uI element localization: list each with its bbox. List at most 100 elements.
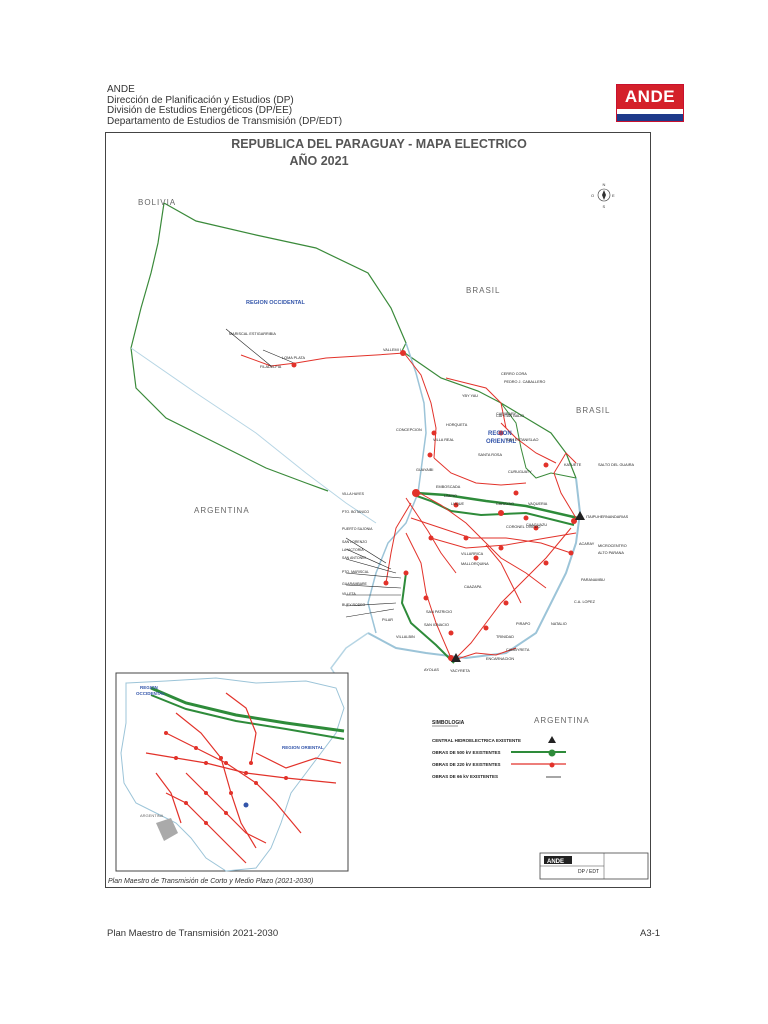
svg-text:SAN ESTANISLAO: SAN ESTANISLAO xyxy=(506,438,538,442)
legend-500kv-icon xyxy=(548,749,556,757)
hydro-itaipu-icon xyxy=(575,511,585,520)
ande-logo-stripe xyxy=(617,114,683,121)
svg-text:PILAR: PILAR xyxy=(382,618,393,622)
label-region-occidental: REGION OCCIDENTAL xyxy=(246,300,306,306)
svg-text:CAPITAN BADO: CAPITAN BADO xyxy=(496,414,524,418)
svg-text:BUEY RODEO: BUEY RODEO xyxy=(342,603,366,607)
header-line-3: Departamento de Estudios de Transmisión … xyxy=(107,115,343,127)
svg-text:GUARAMBARE: GUARAMBARE xyxy=(342,582,368,586)
legend-item-220kv: OBRAS DE 220 kV EXISTENTES xyxy=(432,762,501,767)
ande-logo-text: ANDE xyxy=(617,85,683,109)
svg-text:LUQUE: LUQUE xyxy=(451,502,465,506)
label-brasil-2: BRASIL xyxy=(576,406,610,415)
svg-text:VILLA REAL: VILLA REAL xyxy=(433,438,454,442)
svg-text:YBY YAU: YBY YAU xyxy=(462,394,478,398)
map-frame: REPUBLICA DEL PARAGUAY - MAPA ELECTRICO … xyxy=(105,132,651,888)
svg-text:PARANAMBU: PARANAMBU xyxy=(581,578,605,582)
svg-text:CAPIIBARY: CAPIIBARY xyxy=(496,412,517,416)
inset-map: REGION OCCIDENTAL REGION ORIENTAL ARGENT… xyxy=(115,672,349,872)
label-argentina-2: ARGENTINA xyxy=(534,716,590,725)
svg-text:CAAZAPA: CAAZAPA xyxy=(464,585,482,589)
svg-text:SAN IGNACIO: SAN IGNACIO xyxy=(424,623,449,627)
svg-text:LOMA PLATA: LOMA PLATA xyxy=(282,356,306,360)
header-org: ANDE xyxy=(107,84,135,95)
svg-text:C.A. LOPEZ: C.A. LOPEZ xyxy=(574,600,596,604)
legend-title: SIMBOLOGIA xyxy=(432,720,465,726)
lines-66kv xyxy=(225,328,402,618)
svg-text:LA VICTORIA: LA VICTORIA xyxy=(342,548,364,552)
inset-region-oriental: REGION ORIENTAL xyxy=(282,745,324,750)
inset-region-occidental-1: REGION xyxy=(140,685,158,690)
legend-item-hydro: CENTRAL HIDROELECTRICA EXISTENTE xyxy=(432,738,521,743)
inset-argentina: ARGENTINA xyxy=(140,813,164,818)
title-block-logo: ANDE xyxy=(547,859,564,865)
svg-text:VILLALBIN: VILLALBIN xyxy=(396,635,415,639)
svg-text:GUAYAIBI: GUAYAIBI xyxy=(416,468,433,472)
svg-text:CURUGUATY: CURUGUATY xyxy=(508,470,532,474)
inset-region-occidental-2: OCCIDENTAL xyxy=(136,691,165,696)
legend-hydro-icon xyxy=(548,736,556,743)
footer-left: Plan Maestro de Transmisión 2021-2030 xyxy=(107,928,279,939)
svg-text:MICROCENTRO: MICROCENTRO xyxy=(598,544,627,548)
svg-text:PEDRO J. CABALLERO: PEDRO J. CABALLERO xyxy=(504,380,545,384)
svg-text:LIMPIO: LIMPIO xyxy=(444,494,457,498)
label-argentina-1: ARGENTINA xyxy=(194,506,250,515)
svg-text:KATUETE: KATUETE xyxy=(564,463,582,467)
header-line-2: División de Estudios Energéticos (DP/EE) xyxy=(107,105,293,116)
svg-text:TRINIDAD: TRINIDAD xyxy=(496,635,514,639)
line-500kv-itaipu-villahayes xyxy=(415,491,579,520)
svg-text:CERRO CORA: CERRO CORA xyxy=(501,372,527,376)
svg-text:SAN LORENZO: SAN LORENZO xyxy=(342,540,367,544)
svg-text:CORONEL OVIEDO: CORONEL OVIEDO xyxy=(506,525,541,529)
svg-text:NATALIO: NATALIO xyxy=(551,622,567,626)
footer-page-number: A3-1 xyxy=(640,928,661,939)
svg-text:VALLEMI I: VALLEMI I xyxy=(383,348,401,352)
legend: SIMBOLOGIA CENTRAL HIDROELECTRICA EXISTE… xyxy=(432,720,566,779)
river-pilcomayo xyxy=(130,347,377,524)
svg-text:VILLA HAYES: VILLA HAYES xyxy=(342,492,365,496)
legend-item-66kv: OBRAS DE 66 kV EXISTENTES xyxy=(432,774,498,779)
country-border-east xyxy=(500,402,577,479)
svg-text:HERNANDARIAS: HERNANDARIAS xyxy=(598,515,629,519)
svg-text:VAQUERIA: VAQUERIA xyxy=(528,502,548,506)
river-paraguay xyxy=(367,342,427,634)
svg-text:ACARAY: ACARAY xyxy=(579,542,595,546)
stations-dots xyxy=(291,350,577,661)
map-canvas: BOLIVIA BRASIL BRASIL ARGENTINA ARGENTIN… xyxy=(115,182,649,880)
svg-text:ENCARNACION: ENCARNACION xyxy=(486,657,514,661)
svg-text:VILLARRICA: VILLARRICA xyxy=(461,552,484,556)
country-border-west xyxy=(130,202,329,492)
compass-icon: N S E O xyxy=(591,182,615,209)
svg-text:SANTA ROSA: SANTA ROSA xyxy=(478,453,502,457)
svg-text:FILADELFIA: FILADELFIA xyxy=(260,365,282,369)
svg-text:AYOLAS: AYOLAS xyxy=(424,668,439,672)
svg-text:VILLETA: VILLETA xyxy=(342,592,356,596)
svg-text:ALTO PARANA: ALTO PARANA xyxy=(598,551,624,555)
legend-item-500kv: OBRAS DE 500 kV EXISTENTES xyxy=(432,750,501,755)
svg-text:CAMBYRETA: CAMBYRETA xyxy=(506,648,530,652)
header-line-1: Dirección de Planificación y Estudios (D… xyxy=(107,94,294,106)
svg-text:MARISCAL ESTIGARRIBIA: MARISCAL ESTIGARRIBIA xyxy=(229,332,276,336)
line-500kv-north xyxy=(413,494,575,526)
svg-text:SAN ANTONIO: SAN ANTONIO xyxy=(342,556,366,560)
compass-o: O xyxy=(591,193,594,198)
hydro-yacyreta-icon xyxy=(451,653,461,662)
line-500kv-yacyreta xyxy=(400,572,455,664)
svg-text:MALLORQUINA: MALLORQUINA xyxy=(461,562,489,566)
svg-text:CONCEPCION: CONCEPCION xyxy=(396,428,422,432)
station-labels: VALLEMI I LOMA PLATA FILADELFIA MARISCAL… xyxy=(229,332,634,673)
svg-text:PIRAPO: PIRAPO xyxy=(516,622,530,626)
svg-text:PUERTO SAJONIA: PUERTO SAJONIA xyxy=(342,527,373,531)
svg-text:YACYRETA: YACYRETA xyxy=(450,669,470,673)
svg-text:CARAYAO: CARAYAO xyxy=(496,502,514,506)
svg-text:PTO. MARISCAL: PTO. MARISCAL xyxy=(342,570,369,574)
title-block-dept: DP / EDT xyxy=(578,869,599,875)
label-brasil-1: BRASIL xyxy=(466,286,500,295)
ande-logo: ANDE xyxy=(616,84,684,122)
svg-text:PTO. BOTANICO: PTO. BOTANICO xyxy=(342,510,369,514)
lines-220kv xyxy=(240,352,577,662)
svg-text:HORQUETA: HORQUETA xyxy=(446,423,468,427)
label-region-oriental-2: ORIENTAL xyxy=(486,439,517,445)
svg-text:ITAIPU: ITAIPU xyxy=(586,515,598,519)
svg-text:SAN PATRICIO: SAN PATRICIO xyxy=(426,610,452,614)
